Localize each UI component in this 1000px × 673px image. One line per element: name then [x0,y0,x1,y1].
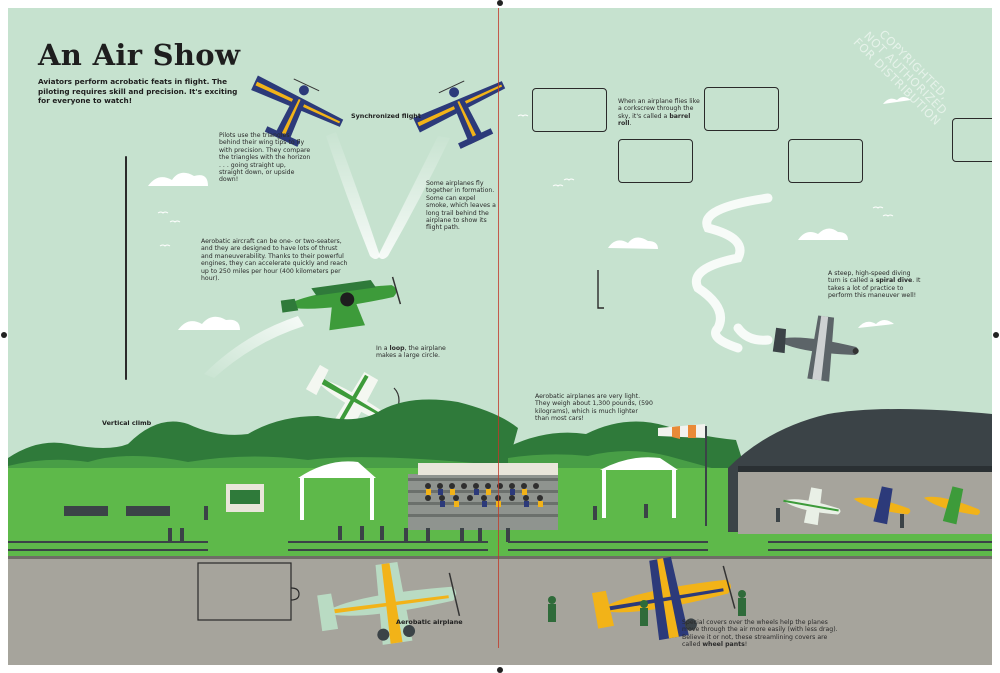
aircraft-text: Aerobatic aircraft can be one- or two-se… [201,238,348,283]
spiral-dive-text: A steep, high-speed diving turn is calle… [828,270,921,300]
air-show-spread: An Air Show Aviators perform acrobatic f… [8,8,992,665]
formation-text: Some airplanes fly together in formation… [426,180,496,232]
green-aerobatic-airplane [280,276,402,331]
smoke-trail [326,132,380,259]
loop-text: In a loop, the airplane makes a large ci… [376,345,446,360]
center-fold-line [498,8,499,648]
smoke-trail [378,136,450,259]
smoke-trail [204,316,304,378]
sticker-placeholder-runway [197,562,292,621]
vertical-climb-guide [125,156,127,380]
tents [298,457,678,520]
sticker-placeholder [952,118,992,162]
intro-text: Aviators perform acrobatic feats in flig… [38,77,238,105]
page-title: An Air Show [38,38,241,72]
fence [8,541,992,551]
wheel-pants-text: Special covers over the wheels help the … [682,619,838,649]
synchronized-airplane-right [413,80,506,149]
barrel-roll-trail [692,193,773,353]
food-stand [226,484,264,512]
triangles-text: Pilots use the triangles behind their wi… [219,132,311,184]
runway [8,558,992,665]
light-weight-text: Aerobatic airplanes are very light. They… [535,393,653,423]
synchronized-flight-label: Synchronized flight [351,112,421,120]
sticker-placeholder [704,87,779,131]
clouds [148,97,911,330]
aerobatic-airplane-runway [317,561,461,645]
scene-illustration [8,8,992,665]
registration-mark [1,332,7,338]
synchronized-airplane-left [251,75,344,147]
picnic-tables [64,506,170,516]
sticker-placeholder [788,139,863,183]
registration-mark [497,0,503,6]
yellow-airplane-runway [591,556,736,641]
vertical-climb-label: Vertical climb [102,419,152,427]
registration-mark [993,332,999,338]
barrel-roll-text: When an airplane flies like a corkscrew … [618,98,700,128]
ground-crew [548,590,746,626]
windsock [658,424,707,526]
hills-left [8,399,518,472]
sticker-placeholder [618,139,693,183]
hangar-airplanes [783,486,981,526]
crowd [168,483,904,542]
spiral-dive-airplane [772,315,859,382]
sticker-placeholder [532,88,607,132]
registration-mark [497,667,503,673]
aerobatic-airplane-label: Aerobatic airplane [396,618,463,626]
